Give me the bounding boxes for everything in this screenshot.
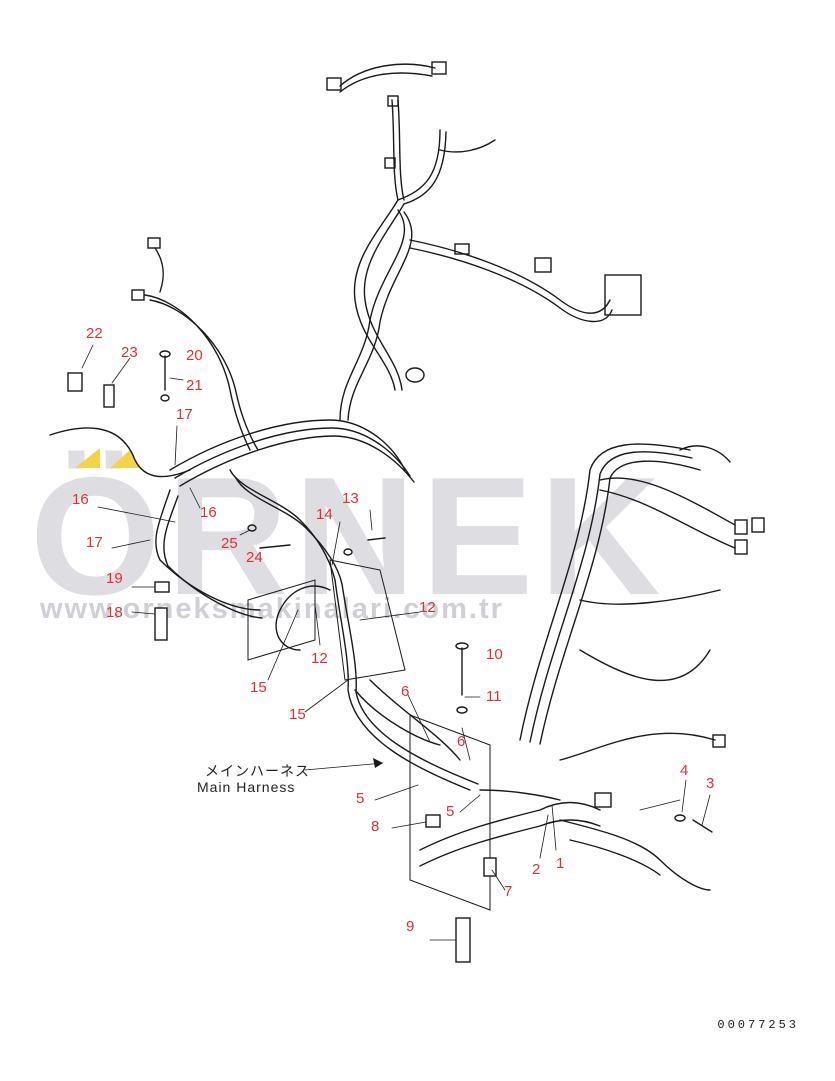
callout-17a: 17 <box>176 406 193 423</box>
callout-19: 19 <box>106 570 123 587</box>
callout-6a: 6 <box>401 683 410 700</box>
callout-7: 7 <box>504 883 513 900</box>
callout-21: 21 <box>186 377 203 394</box>
callout-15a: 15 <box>250 679 267 696</box>
callout-1: 1 <box>556 855 565 872</box>
callout-16a: 16 <box>72 491 89 508</box>
callout-6b: 6 <box>457 733 466 750</box>
callout-17b: 17 <box>86 534 103 551</box>
callout-5a: 5 <box>356 790 365 807</box>
drawing-number: 00077253 <box>717 1018 799 1032</box>
callout-12b: 12 <box>311 650 328 667</box>
callout-10: 10 <box>486 646 503 663</box>
callout-16b: 16 <box>200 504 217 521</box>
watermark-url: www.orneksmakinalari.com.tr <box>40 593 504 625</box>
callout-18: 18 <box>106 604 123 621</box>
callout-15b: 15 <box>289 706 306 723</box>
callout-13: 13 <box>342 490 359 507</box>
callout-25: 25 <box>221 535 238 552</box>
caption-english: Main Harness <box>197 779 296 795</box>
callout-8: 8 <box>371 818 380 835</box>
caption-japanese: メインハーネス <box>205 763 310 779</box>
callout-2: 2 <box>532 861 541 878</box>
callout-9: 9 <box>406 918 415 935</box>
callout-14: 14 <box>316 506 333 523</box>
callout-12a: 12 <box>419 599 436 616</box>
callout-20: 20 <box>186 347 203 364</box>
callout-24: 24 <box>246 549 263 566</box>
callout-3: 3 <box>706 775 715 792</box>
callout-11: 11 <box>486 688 502 705</box>
watermark-brand: ÖRNEK <box>30 442 667 630</box>
callout-23: 23 <box>121 344 138 361</box>
callout-5b: 5 <box>446 803 455 820</box>
callout-4: 4 <box>680 762 689 779</box>
callout-22: 22 <box>86 325 103 342</box>
